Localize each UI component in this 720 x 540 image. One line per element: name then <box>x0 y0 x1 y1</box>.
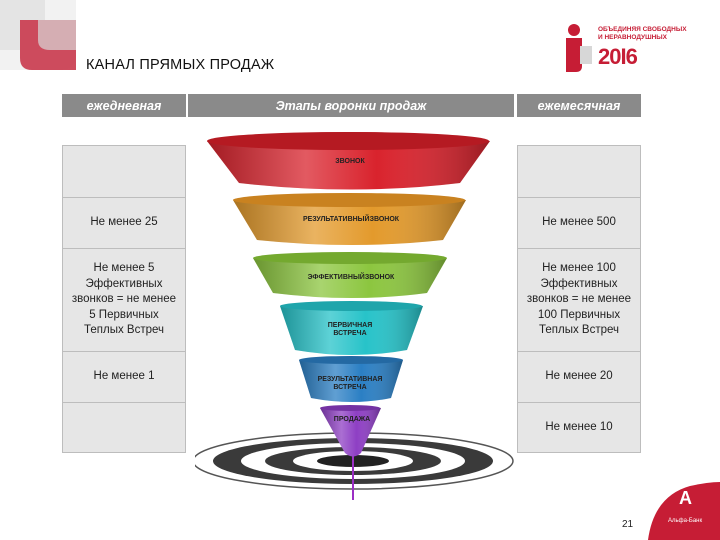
monthly-cell-2: Не менее 500 <box>517 197 641 248</box>
logo-caption: ОБЪЕДИНЯЯ СВОБОДНЫХ И НЕРАВНОДУШНЫХ <box>598 26 687 41</box>
funnel-label-4: ПЕРВИЧНАЯ ВСТРЕЧА <box>327 322 373 337</box>
monthly-cell-3: Не менее 100 Эффективных звонков = не ме… <box>517 248 641 351</box>
funnel-stage-2 <box>233 193 466 245</box>
daily-cell-2: Не менее 25 <box>62 197 186 248</box>
funnel-label-3: ЭФФЕКТИВНЫЙЗВОНОК <box>307 274 395 281</box>
monthly-cell-5: Не менее 10 <box>517 402 641 453</box>
party-logo <box>566 24 592 72</box>
slide-title: КАНАЛ ПРЯМЫХ ПРОДАЖ <box>86 57 275 73</box>
funnel-label-1: ЗВОНОК <box>335 158 365 165</box>
monthly-cell-1 <box>517 145 641 197</box>
bank-logo-letter: А <box>679 488 692 508</box>
sales-funnel <box>195 132 514 500</box>
funnel-label-2: РЕЗУЛЬТАТИВНЫЙЗВОНОК <box>302 216 400 223</box>
daily-cell-1 <box>62 145 186 197</box>
bank-name: Альфа-Банк <box>668 518 703 524</box>
funnel-label-5: РЕЗУЛЬТАТИВНАЯ ВСТРЕЧА <box>317 376 383 391</box>
header-monthly: ежемесячная <box>517 94 641 117</box>
funnel-stage-5 <box>299 356 403 402</box>
daily-cell-3: Не менее 5 Эффективных звонков = не мене… <box>62 248 186 351</box>
funnel-stage-6 <box>320 405 381 457</box>
target-base <box>195 428 514 500</box>
funnel-stage-3 <box>253 252 447 298</box>
funnel-label-6: ПРОДАЖА <box>333 416 371 423</box>
funnel-stage-4 <box>280 301 423 355</box>
daily-cell-5 <box>62 402 186 453</box>
header-stages: Этапы воронки продаж <box>188 94 514 117</box>
funnel-stage-1 <box>207 132 490 190</box>
page-number: 21 <box>622 519 634 530</box>
header-daily: ежедневная <box>62 94 186 117</box>
corner-decoration <box>0 0 80 75</box>
monthly-cell-4: Не менее 20 <box>517 351 641 402</box>
logo-year: 20I6 <box>598 44 638 69</box>
bank-logo <box>648 482 720 540</box>
daily-cell-4: Не менее 1 <box>62 351 186 402</box>
